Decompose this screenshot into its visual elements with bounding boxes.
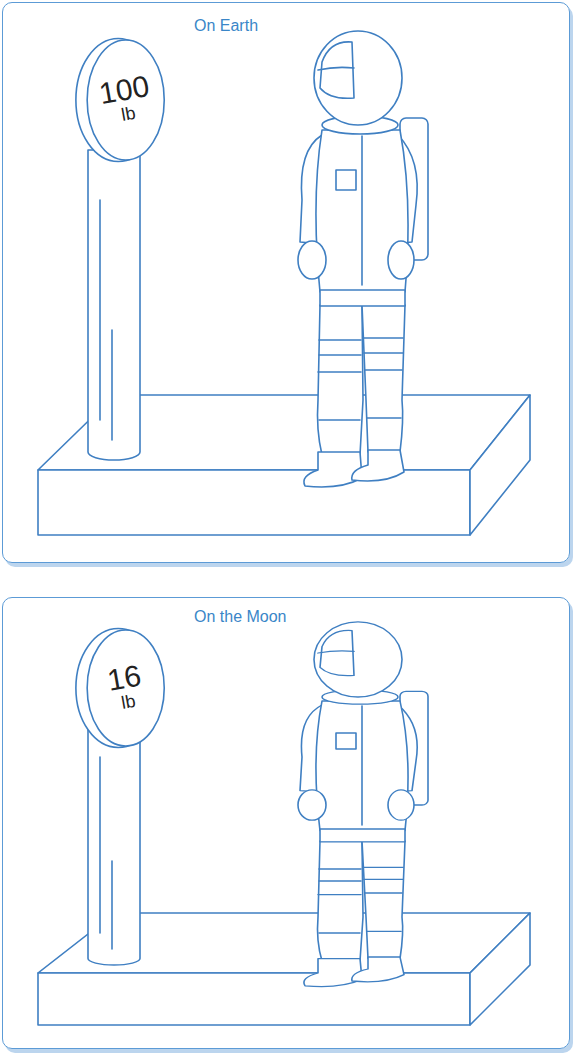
- weight-reading: 100: [97, 71, 152, 109]
- weight-reading: 16: [105, 661, 143, 696]
- earth-scene: [38, 31, 530, 535]
- scale-dial: 100lb: [74, 37, 168, 163]
- weight-unit: lb: [120, 104, 137, 126]
- scale-dial: 16lb: [74, 627, 168, 749]
- scene-panel: 16lb On the Moon: [2, 597, 570, 1049]
- panel-heading: On Earth: [194, 17, 258, 35]
- weight-unit: lb: [120, 692, 137, 714]
- dial-face: [87, 630, 164, 746]
- panel-heading: On the Moon: [194, 608, 287, 626]
- moon-scene: [38, 622, 530, 1025]
- dial-face: [87, 40, 164, 160]
- scene-panel: 100lb On Earth: [2, 2, 570, 563]
